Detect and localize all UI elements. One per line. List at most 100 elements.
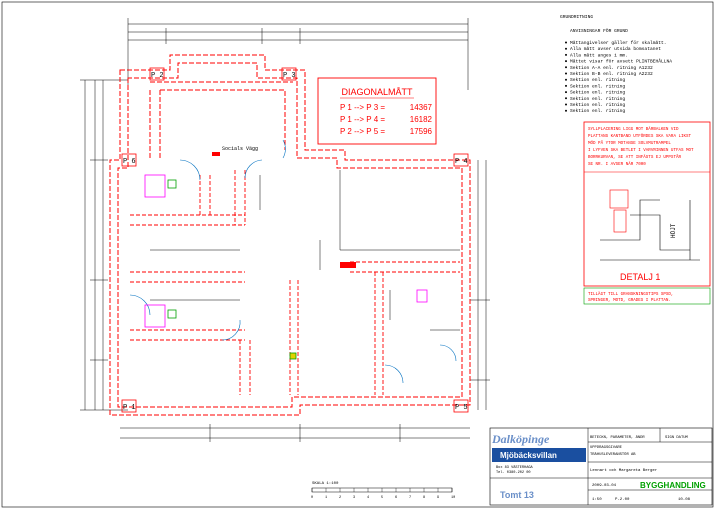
title-header: BETECKN, PARAMETER, ÄNDR — [590, 435, 645, 440]
title-block: Dalköpinge Mjöbäcksvillan Box 83 VÄSTERH… — [489, 427, 713, 506]
interior-dimension-marks — [150, 170, 460, 331]
red-note-line: BORRKURVAN, SE ATT INFÄSTS EJ UPPSTÅR — [588, 155, 681, 160]
note-item: Sektion enl. ritning — [570, 102, 625, 108]
note-bullet — [565, 41, 567, 44]
note-item: Sektion enl. ritning — [570, 96, 625, 102]
note-item: Sektion enl. ritning — [570, 90, 625, 96]
notes-heading: GRUNDRITNING — [560, 14, 593, 20]
red-note-line: SYLLPLACERING LIGG MOT BÄRBALKEN VID — [588, 127, 679, 132]
red-note-line: SE NR. I AVSER NÄR 7000 — [588, 162, 646, 167]
plot-label: Tomt 13 — [500, 490, 534, 500]
notes-list: Måttangivelser gäller för skalmått.Alla … — [565, 39, 672, 114]
sheet-number: P-2.00 — [615, 498, 630, 502]
point-marker-p1: P 1 — [121, 399, 137, 413]
note-bullet — [565, 91, 567, 94]
room-label: Socials Vägg — [222, 146, 258, 152]
detail-height-label: HÖJT — [670, 223, 677, 238]
company-logo-text: Dalköpinge — [491, 432, 550, 446]
point-marker-p4: P 4 — [453, 153, 469, 167]
note-item: Måttet visar för avsett PLINTBEHÅLLNA — [570, 58, 672, 65]
scale-tick-label: 4 — [367, 496, 369, 500]
note-item: Sektion enl. ritning — [570, 83, 625, 89]
red-note-box: SYLLPLACERING LIGG MOT BÄRBALKEN VID PLAT… — [583, 121, 711, 287]
diagonal-row-label: P 1 --> P 4 = — [340, 115, 385, 124]
point-marker-p6: P 6 — [121, 153, 137, 167]
svg-text:P 3: P 3 — [283, 72, 296, 80]
exterior-walls — [109, 54, 471, 416]
drawing-date: 2009-03-04 — [592, 484, 617, 488]
client-line: TRÄHUSLEVERANSTÖR AB — [590, 452, 636, 457]
scale-tick-label: 9 — [437, 496, 439, 500]
title-header: SIGN DATUM — [665, 436, 689, 440]
note-bullet — [565, 103, 567, 106]
note-bullet — [565, 72, 567, 75]
diagonal-row-label: P 2 --> P 5 = — [340, 127, 385, 136]
brand-name: Mjöbäcksvillan — [500, 451, 557, 460]
interior-walls — [130, 170, 460, 395]
note-bullet — [565, 97, 567, 100]
red-note-line: I LYFVEN SKA BETLET I VARVRINNEN UTFAS M… — [588, 149, 694, 153]
note-item: Sektion A-A enl. ritning A1232 — [570, 65, 653, 71]
point-marker-p2: P 2 — [149, 67, 165, 81]
svg-text:P 6: P 6 — [123, 158, 136, 166]
note-bullet — [565, 47, 567, 50]
scale-tick-label: 0 — [311, 496, 313, 500]
green-marks — [167, 179, 297, 360]
note-bullet — [565, 109, 567, 112]
note-item: Sektion enl. ritning — [570, 108, 625, 114]
diagonal-measurements-box: DIAGONALMÅTT P 1 --> P 3 = 14367 P 1 -->… — [317, 77, 437, 145]
note-bullet — [565, 53, 567, 56]
note-bullet — [565, 78, 567, 81]
diagonal-row-value: 16182 — [410, 115, 433, 124]
project-name: Lennart och Margareta Berger — [590, 468, 658, 473]
scale-label: SKALA 1:100 — [312, 482, 339, 486]
red-note-line: MÖD PÅ YTOR MOTANSE SOLVMUTRAMPEL — [588, 141, 671, 146]
scale-tick-label: 2 — [339, 496, 341, 500]
point-marker-p5: P 5 — [453, 399, 469, 413]
diagonal-row-value: 14367 — [410, 103, 433, 112]
bathroom-fixtures — [144, 174, 428, 328]
drawing-scale: 1:50 — [592, 498, 602, 502]
note-item: Sektion enl. ritning — [570, 77, 625, 83]
scale-tick-label: 8 — [423, 496, 425, 500]
diagonal-row-value: 17596 — [410, 127, 433, 136]
red-small-marks — [212, 152, 356, 268]
scale-tick-label: 6 — [395, 496, 397, 500]
scale-tick-label: 7 — [409, 496, 411, 500]
note-bullet — [565, 66, 567, 69]
note-item: Måttangivelser gäller för skalmått. — [570, 39, 667, 46]
svg-text:P 1: P 1 — [123, 404, 136, 412]
door-swings — [129, 139, 457, 384]
drawing-code: 10-08 — [678, 498, 691, 502]
note-bullet — [565, 84, 567, 87]
brand-address: Box 83 VÄSTERHAGA — [496, 465, 534, 470]
client-label: UPPDRAGSGIVARE — [590, 446, 623, 450]
note-bullet — [565, 60, 567, 63]
detail-1-drawing: HÖJT DETALJ 1 — [600, 189, 700, 282]
note-item: Alla mått anges i mm. — [570, 51, 628, 58]
drawing-type: BYGGHANDLING — [640, 481, 706, 490]
note-item: Alla mått avser utsida bomsatanet — [570, 45, 661, 52]
notes-subheading: ANVISNINGAR FÖR GRUND — [570, 27, 628, 34]
scale-tick-label: 3 — [353, 496, 355, 500]
brand-phone: Tel. 0380-202 00 — [496, 470, 531, 475]
red-note-line: PLATTANS KANTBAND UTFÖRDES SKA VARA LIKS… — [588, 134, 692, 139]
scale-tick-label: 5 — [381, 496, 383, 500]
green-note-line: TILLÄGT TILL GRANSKNINGSTIPS SPSD, — [588, 292, 673, 297]
scale-tick-label: 1 — [325, 496, 327, 500]
note-item: Sektion B-B enl. ritning A2232 — [570, 71, 653, 77]
diagonal-row-label: P 1 --> P 3 = — [340, 103, 385, 112]
point-markers: P 2 P 3 P 6 P 4 P 1 P 5 — [121, 67, 469, 413]
svg-text:P 2: P 2 — [151, 72, 164, 80]
point-marker-p3: P 3 — [281, 67, 297, 81]
svg-text:P 5: P 5 — [455, 404, 468, 412]
green-note-box: TILLÄGT TILL GRANSKNINGSTIPS SPSD, SPRIN… — [583, 287, 711, 305]
detail-label: DETALJ 1 — [620, 272, 660, 282]
diagonal-title: DIAGONALMÅTT — [341, 87, 413, 97]
brand-bar — [492, 448, 586, 462]
scale-bar: SKALA 1:100 0 1 2 3 4 5 6 7 8 9 10 — [311, 482, 455, 500]
foundation-notes: GRUNDRITNING ANVISNINGAR FÖR GRUND Måtta… — [560, 14, 672, 114]
scale-tick-label: 10 — [451, 496, 455, 500]
